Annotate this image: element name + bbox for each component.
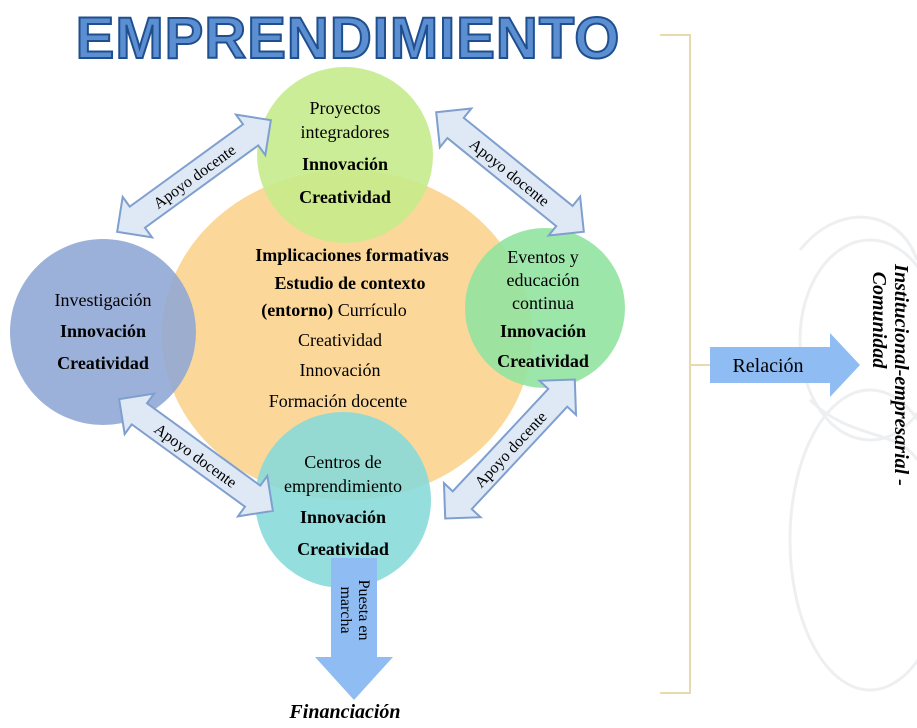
top-circle-line2: integradores [301,122,390,142]
side-label-line1: Institucional-empresarial - [890,263,912,486]
bottom-circle-creativity: Creatividad [297,539,389,559]
left-circle-line1: Investigación [55,290,152,310]
right-circle-innovation: Innovación [500,321,586,341]
down-arrow: Puesta en marcha [315,558,393,700]
center-text: Implicaciones formativas Estudio de cont… [255,245,448,411]
right-circle-line1: Eventos y [507,247,579,267]
bottom-circle-text: Centros de emprendimiento Innovación Cre… [284,452,402,559]
bottom-circle-line2: emprendimiento [284,476,402,496]
page-title: EMPRENDIMIENTO [76,6,621,71]
top-circle-line1: Proyectos [310,98,381,118]
bottom-circle-innovation: Innovación [300,507,386,527]
top-circle [257,67,433,243]
bracket [660,34,710,694]
left-circle [10,239,196,425]
top-circle-creativity: Creatividad [299,187,391,207]
right-circle-line2: educación [507,270,580,290]
relation-label: Relación [732,355,803,377]
left-circle-innovation: Innovación [60,321,146,341]
center-line3: (entorno) Currículo [261,300,406,321]
right-circle-text: Eventos y educación continua Innovación … [497,247,589,371]
center-line6: Formación docente [269,391,407,411]
center-line5: Innovación [300,360,381,380]
arrow-top-left-label: Apoyo docente [151,142,240,213]
left-circle-creativity: Creatividad [57,353,149,373]
right-circle-line3: continua [512,293,574,313]
right-circle [465,228,625,388]
financing-label: Financiación [288,701,400,723]
relation-arrow: Relación [710,333,860,397]
center-circle [162,170,532,500]
bottom-circle-line1: Centros de [304,452,381,472]
right-circle-creativity: Creatividad [497,351,589,371]
center-line2: Estudio de contexto [274,273,425,293]
down-arrow-line1: Puesta en [355,580,372,641]
center-line3-rest: Currículo [333,300,407,320]
top-circle-innovation: Innovación [302,154,388,174]
arrow-top-right-label: Apoyo docente [466,136,552,210]
center-line1: Implicaciones formativas [255,245,448,265]
watermark-ornament [788,215,917,692]
center-line3-bold: (entorno) [261,300,333,321]
side-label: Institucional-empresarial - Comunidad [868,263,912,486]
down-arrow-line2: marcha [337,586,354,633]
center-line4: Creatividad [298,330,382,350]
left-circle-text: Investigación Innovación Creatividad [55,290,152,373]
bottom-circle [255,412,431,588]
side-label-line2: Comunidad [868,272,890,370]
top-circle-text: Proyectos integradores Innovación Creati… [299,98,391,207]
